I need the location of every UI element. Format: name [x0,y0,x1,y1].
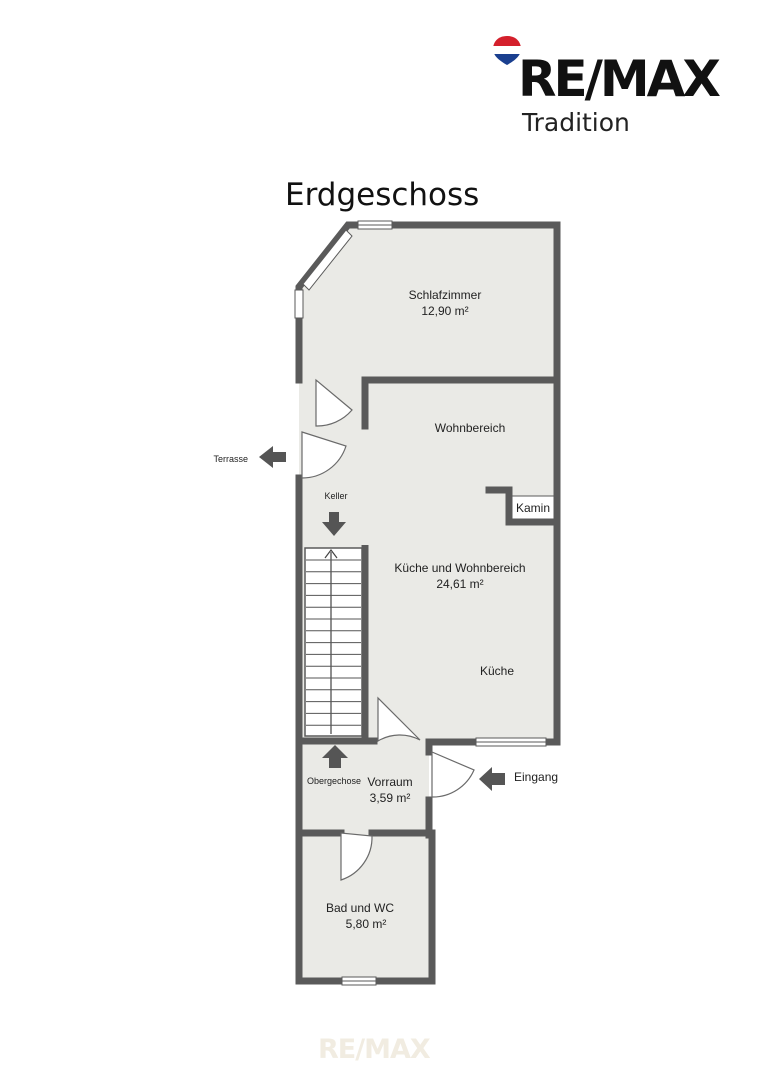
room-name-bad-wc: Bad und WC [326,901,394,915]
window-bedroom-corner [302,229,353,291]
door-bedroom [315,378,353,427]
door-bathroom [340,832,373,881]
brand-name: RE/MAX [518,50,721,108]
windows [294,220,547,986]
arrow-terrace-icon [259,446,286,468]
room-area-vorraum: 3,59 m² [370,791,411,805]
door-terrace [301,431,347,479]
remax-balloon-icon [493,36,521,65]
terrasse-label: Terrasse [213,454,248,464]
brand-office: Tradition [522,108,630,137]
room-area-kueche-wohnbereich: 24,61 m² [436,577,483,591]
arrows [259,446,505,791]
room-name-vorraum: Vorraum [367,775,412,789]
keller-label: Keller [324,491,347,501]
obergeschoss-label: Obergechose [307,776,361,786]
doors [301,378,475,881]
door-kitchen [377,696,421,743]
stair-box [304,547,363,737]
room-name-wohnbereich: Wohnbereich [435,421,506,435]
eingang-label: Eingang [514,770,558,784]
window-bedroom-side [294,289,304,319]
room-labels: Schlafzimmer 12,90 m² Wohnbereich Küche … [326,288,526,931]
room-name-kueche-wohnbereich: Küche und Wohnbereich [394,561,525,575]
brand-watermark: RE/MAX [318,1034,431,1065]
kamin-label: Kamin [516,501,550,515]
arrow-obergeschoss-icon [322,745,348,768]
staircase [304,547,363,737]
arrow-eingang-icon [479,767,505,791]
remax-logo: RE/MAX Tradition [490,30,740,140]
arrow-keller-icon [322,512,346,536]
kamin-box [511,495,555,520]
room-area-bad-wc: 5,80 m² [346,917,387,931]
stair-treads [306,559,361,726]
door-entrance [431,751,475,798]
room-name-schlafzimmer: Schlafzimmer [409,288,482,302]
room-name-kueche: Küche [480,664,514,678]
floor-title: Erdgeschoss [285,177,480,213]
room-area-schlafzimmer: 12,90 m² [421,304,468,318]
walls [295,221,561,985]
